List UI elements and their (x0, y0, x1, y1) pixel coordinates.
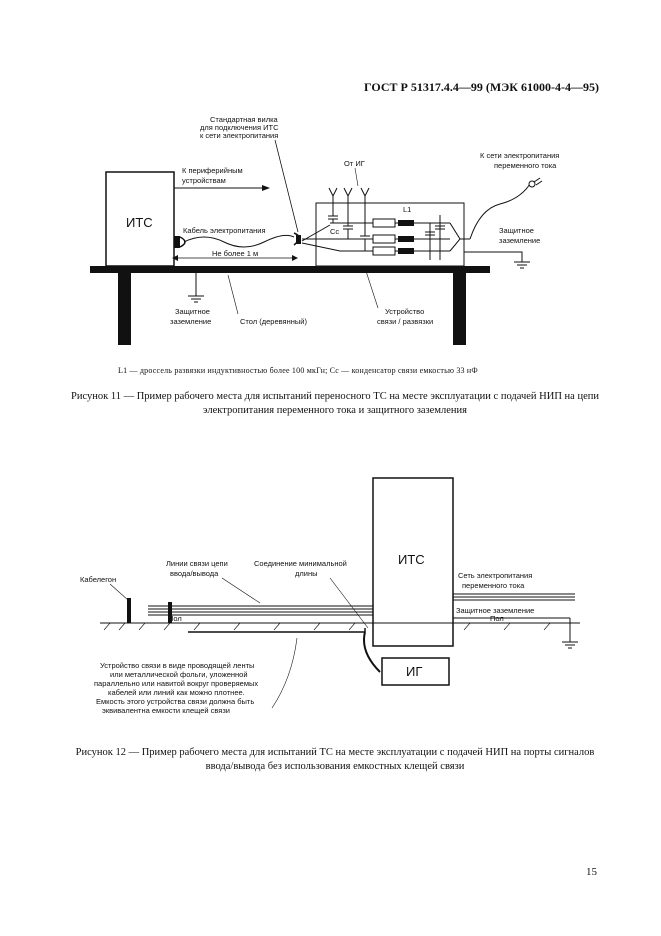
coupling-desc-5: Емкость этого устройства связи должна бы… (96, 697, 254, 706)
figure-12-caption: Рисунок 12 — Пример рабочего места для и… (75, 747, 595, 772)
signal-lines-label-1: Линии связи цепи (166, 559, 228, 568)
figure-11-legend: L1 — дроссель развязки индуктивностью бо… (118, 366, 478, 375)
earth-left-label-1: Защитное (175, 307, 210, 316)
earth-right-label-2: заземление (499, 236, 540, 245)
mains-label-2: переменного тока (462, 581, 525, 590)
protective-earth-label: Защитное заземление (456, 606, 534, 615)
peripheral-label-2: устройствам (182, 176, 226, 185)
earth-right-label-1: Защитное (499, 226, 534, 235)
signal-lines-label-2: ввода/вывода (170, 569, 219, 578)
socket-label-1: Стандартная вилка (210, 115, 279, 124)
figure-12-diagram: ИТС Пол Пол Кабелегон ИГ Линии связи цеп… (80, 477, 580, 715)
cc-label: Cc (330, 227, 339, 236)
peripheral-label-1: К периферийным (182, 166, 243, 175)
max-length-label: Не более 1 м (212, 249, 258, 258)
socket-label-3: к сети электропитания (200, 131, 278, 140)
coupling-desc-2: или металлической фольги, уложенной (110, 670, 248, 679)
mains-label-2: переменного тока (494, 161, 557, 170)
earth-left-label-2: заземление (170, 317, 211, 326)
coupling-desc-1: Устройство связи в виде проводящей ленты (100, 661, 254, 670)
min-connection-label-2: длины (295, 569, 317, 578)
min-connection-label-1: Соединение минимальной (254, 559, 347, 568)
mains-label-1: Сеть электропитания (458, 571, 532, 580)
from-ig-label: От ИГ (344, 159, 365, 168)
document-header: ГОСТ Р 51317.4.4—99 (МЭК 61000-4-4—95) (364, 80, 599, 94)
its-label: ИТС (126, 215, 153, 230)
figure-11-diagram: ИТС К периферийным устройствам Кабель эл… (90, 115, 559, 345)
power-cable-label: Кабель электропитания (183, 226, 266, 235)
mains-label-1: К сети электропитания (480, 151, 559, 160)
coupling-desc-4: кабелей или линий как можно плотнее. (108, 688, 245, 697)
floor-left-label: Пол (168, 614, 182, 623)
page-number: 15 (586, 866, 597, 878)
its-label-2: ИТС (398, 552, 425, 567)
l1-label: L1 (403, 205, 411, 214)
cable-ducts-label: Кабелегон (80, 575, 116, 584)
table-label: Стол (деревянный) (240, 317, 307, 326)
ig-label: ИГ (406, 664, 422, 679)
coupling-desc-6: эквивалентна емкости клещей связи (102, 706, 230, 715)
coupling-label-2: связи / развязки (377, 317, 433, 326)
coupling-desc-3: параллельно или навитой вокруг проверяем… (94, 679, 258, 688)
socket-label-2: для подключения ИТС (200, 123, 279, 132)
coupling-label-1: Устройство (385, 307, 424, 316)
figure-11-caption: Рисунок 11 — Пример рабочего места для и… (71, 391, 599, 416)
